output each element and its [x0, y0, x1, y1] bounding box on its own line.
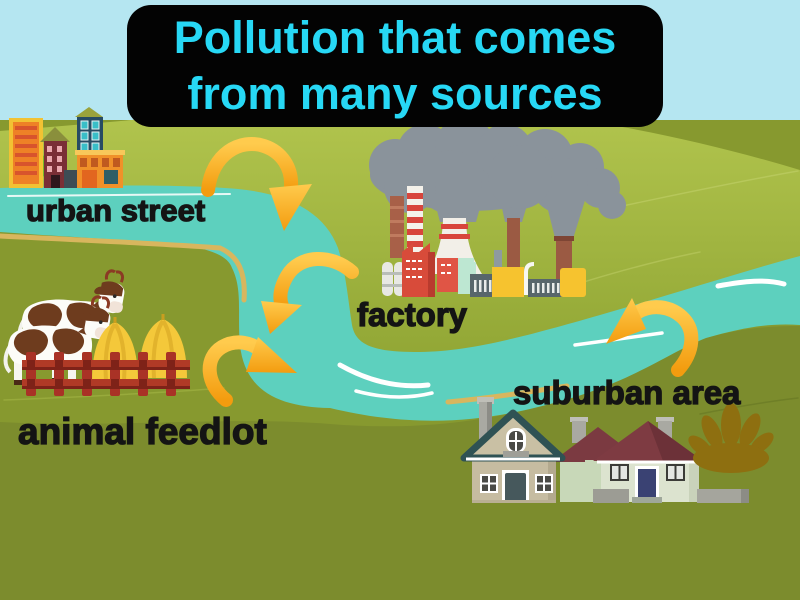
animal-feedlot-illustration [3, 266, 190, 396]
definition-title: Pollution that comes from many sources [127, 5, 663, 127]
city-buildings [9, 107, 125, 188]
factory-illustration [369, 117, 626, 297]
river-shoreline [0, 233, 570, 405]
label-urban-street: urban street [25, 192, 206, 228]
arrow-suburban-to-river [606, 298, 699, 377]
river [0, 185, 800, 421]
title-line-2: from many sources [187, 68, 603, 119]
red-fence [22, 352, 190, 396]
bush [688, 403, 774, 473]
grass-bottom [0, 326, 800, 600]
arrow-urban-to-river [201, 137, 312, 231]
arrow-feedlot-to-river [202, 335, 297, 407]
label-animal-feedlot: animal feedlot [17, 410, 267, 452]
suburban-houses [460, 397, 749, 503]
arrow-factory-to-river [261, 252, 359, 334]
label-suburban-area: suburban area [512, 373, 741, 411]
pollution-arrows [201, 137, 699, 407]
title-line-1: Pollution that comes [173, 12, 617, 63]
label-factory: factory [356, 295, 468, 333]
